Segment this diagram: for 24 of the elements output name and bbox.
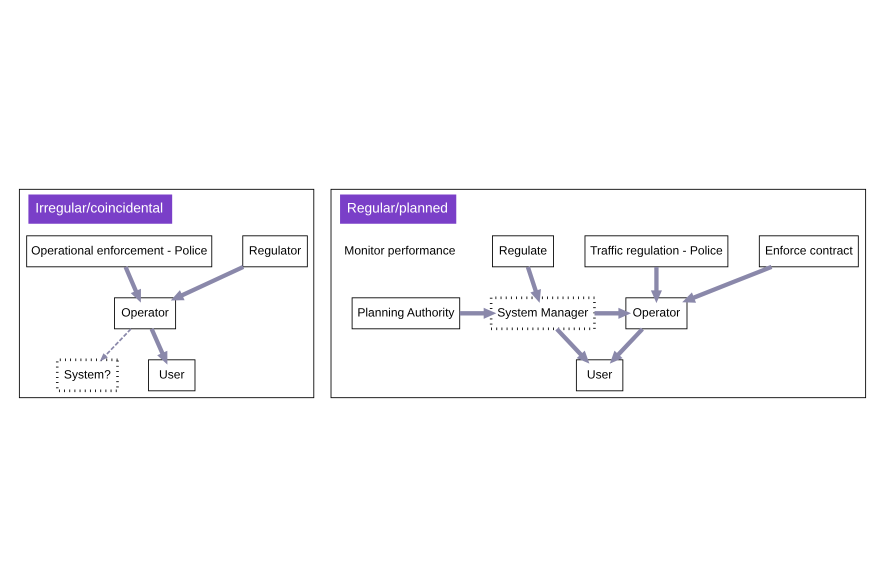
node-box: Enforce contract	[758, 234, 859, 267]
node-box: Operator	[114, 296, 176, 329]
node-box: Operator	[625, 296, 688, 329]
node-box: User	[576, 358, 624, 391]
label: Monitor performance	[344, 243, 456, 257]
arrow	[460, 307, 496, 318]
arrow	[170, 264, 244, 300]
node-box: Planning Authority	[352, 296, 460, 329]
node-box: System Manager	[490, 296, 596, 330]
node-box: System?	[56, 358, 119, 392]
node-box: Traffic regulation - Police	[584, 234, 728, 267]
arrow	[124, 266, 141, 302]
node-box: User	[148, 358, 196, 391]
node-box: Regulator	[242, 234, 308, 267]
node-box: Operational enforcement - Police	[26, 234, 212, 267]
arrow	[682, 264, 772, 302]
arrow	[150, 328, 168, 364]
arrow	[594, 307, 632, 318]
arrow	[526, 266, 541, 302]
node-box: Regulate	[492, 234, 554, 267]
arrow	[610, 327, 644, 364]
arrow	[650, 266, 662, 303]
arrow	[100, 328, 132, 362]
arrow	[555, 327, 590, 364]
